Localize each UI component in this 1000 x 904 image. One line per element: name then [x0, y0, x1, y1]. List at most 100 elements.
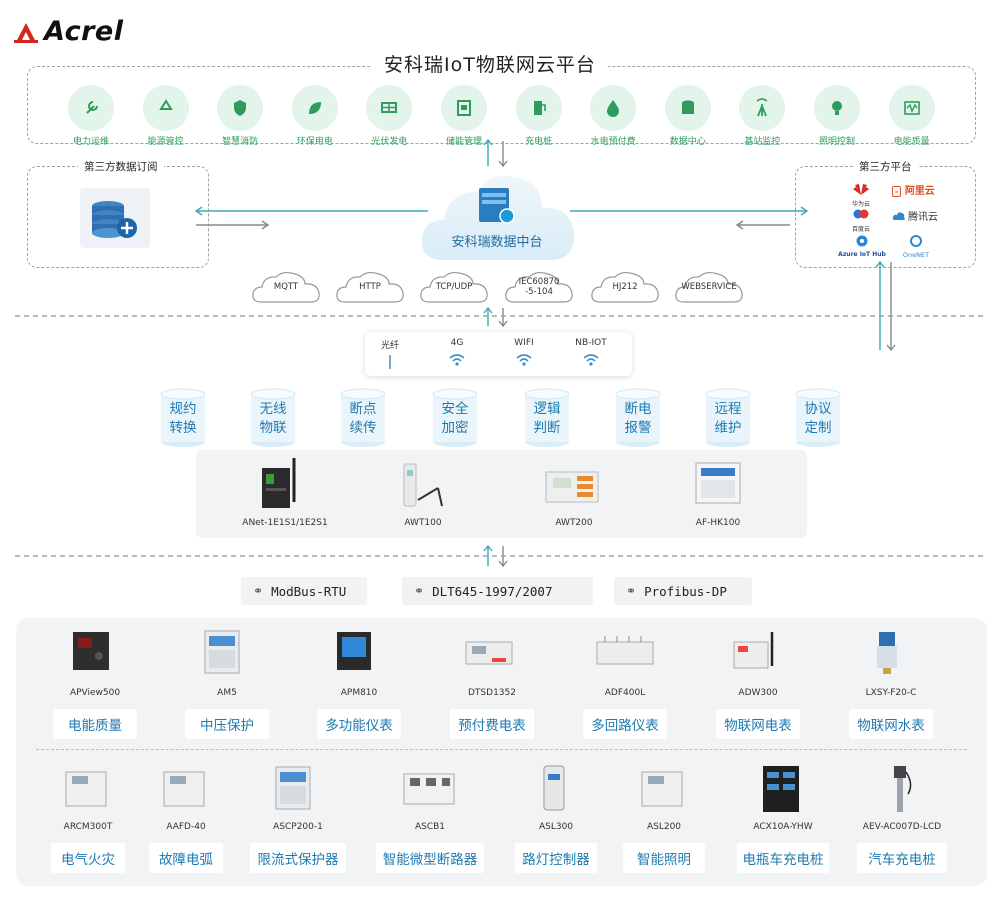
tencent-cloud-logo: 腾讯云 [892, 208, 938, 223]
platform-app-item[interactable]: 充电桩 [502, 85, 576, 147]
comm-label: NB-IOT [575, 338, 607, 348]
third-party-platform-title: 第三方平台 [853, 159, 918, 174]
gateway-label: AF-HK100 [695, 518, 741, 528]
comm-label: WIFI [514, 338, 534, 348]
protocol-cloud: HJ212 [590, 270, 660, 304]
platform-app-item[interactable]: 光伏发电 [352, 85, 426, 147]
platform-app-label: 环保用电 [296, 137, 333, 147]
device-row-separator [36, 749, 967, 750]
feature-cylinder: 安全 加密 [432, 388, 478, 448]
comm-item: 4G [432, 338, 482, 369]
device-image [329, 628, 389, 684]
bus-protocol-tag: ⚭Profibus-DP [614, 577, 752, 605]
device-category-button[interactable]: 多功能仪表 [317, 709, 401, 739]
solar-panel-icon [366, 85, 413, 131]
ev-charger-icon [515, 85, 562, 131]
device-image [595, 628, 655, 684]
device-image [526, 764, 586, 820]
device-category-button[interactable]: 物联网电表 [716, 709, 800, 739]
device-category-button[interactable]: 预付费电表 [450, 709, 534, 739]
platform-app-label: 智慧消防 [222, 137, 259, 147]
platform-app-label: 充电桩 [525, 137, 553, 147]
device-model-label: DTSD1352 [468, 688, 516, 698]
platform-app-label: 能源管控 [147, 137, 184, 147]
database-icon [664, 85, 711, 131]
device-model-label: ASL200 [646, 822, 682, 832]
device-category-button[interactable]: 物联网水表 [849, 709, 933, 739]
device-image [634, 764, 694, 820]
device-image [65, 628, 125, 684]
platform-app-item[interactable]: 环保用电 [278, 85, 352, 147]
device-category-button[interactable]: 电气火灾 [51, 843, 125, 873]
device-category-button[interactable]: 路灯控制器 [515, 843, 597, 873]
device-image [268, 764, 328, 820]
platform-app-label: 水电预付费 [590, 137, 636, 147]
comm-box [365, 332, 632, 376]
feature-cylinder: 逻辑 判断 [524, 388, 570, 448]
platform-app-item[interactable]: 智慧消防 [203, 85, 277, 147]
device-category-button[interactable]: 故障电弧 [149, 843, 223, 873]
device-model-label: APView500 [69, 688, 121, 698]
device-image [728, 628, 788, 684]
platform-app-item[interactable]: 电力运维 [54, 85, 128, 147]
device-model-label: LXSY-F20-C [865, 688, 917, 698]
feature-cylinder: 协议 定制 [795, 388, 841, 448]
gateway-label: AWT200 [555, 518, 593, 528]
platform-app-list: 电力运维 能源管控 智慧消防 环保用电 光伏发电 储能管理充电桩 水电预付费 数据中心 基站监控… [54, 85, 954, 147]
device-category-button[interactable]: 电能质量 [53, 709, 137, 739]
baidu-cloud-logo: 百度云 [842, 205, 880, 233]
device-category-button[interactable]: 智能照明 [623, 843, 705, 873]
protocol-cloud: IEC60870 -5-104 [504, 270, 574, 304]
device-category-button[interactable]: 中压保护 [185, 709, 269, 739]
device-category-button[interactable]: 电瓶车充电桩 [737, 843, 829, 873]
awt200-image [545, 468, 599, 506]
platform-app-item[interactable]: 电能质量 [875, 85, 949, 147]
protocol-cloud: TCP/UDP [419, 270, 489, 304]
device-category-button[interactable]: 汽车充电桩 [857, 843, 947, 873]
protocol-label: IEC60870 -5-104 [518, 277, 560, 297]
device-category-button[interactable]: 限流式保护器 [250, 843, 346, 873]
platform-app-item[interactable]: 能源管控 [129, 85, 203, 147]
feature-cylinder: 远程 维护 [705, 388, 751, 448]
comm-label: 光纤 [380, 341, 399, 351]
feature-cylinder: 断电 报警 [615, 388, 661, 448]
platform-app-item[interactable]: 水电预付费 [576, 85, 650, 147]
platform-app-label: 电力运维 [72, 137, 109, 147]
device-image [400, 764, 460, 820]
platform-title: 安科瑞IoT物联网云平台 [372, 50, 608, 77]
platform-app-label: 数据中心 [669, 137, 706, 147]
bus-protocol-label: DLT645-1997/2007 [432, 583, 553, 599]
protocol-label: MQTT [273, 282, 299, 292]
platform-app-item[interactable]: 基站监控 [725, 85, 799, 147]
bus-protocol-label: Profibus-DP [644, 583, 727, 599]
data-center-label: 安科瑞数据中台 [451, 235, 543, 250]
water-drop-icon [590, 85, 637, 131]
feature-cylinder: 断点 续传 [340, 388, 386, 448]
platform-app-label: 光伏发电 [371, 137, 408, 147]
device-model-label: ASCP200-1 [273, 822, 323, 832]
device-category-button[interactable]: 智能微型断路器 [376, 843, 484, 873]
fire-shield-icon [217, 85, 264, 131]
bus-protocol-tag: ⚭DLT645-1997/2007 [402, 577, 593, 605]
azure-iot-hub-logo: Azure IoT Hub [836, 232, 888, 258]
acrel-logo-mark-icon [14, 20, 38, 44]
recycle-icon [142, 85, 189, 131]
platform-app-item[interactable]: 数据中心 [651, 85, 725, 147]
device-category-button[interactable]: 多回路仪表 [583, 709, 667, 739]
feature-cylinder: 无线 物联 [250, 388, 296, 448]
feature-label: 断点 续传 [349, 401, 377, 436]
device-image [197, 628, 257, 684]
feature-label: 逻辑 判断 [533, 401, 561, 436]
link-icon: ⚭ [253, 584, 264, 598]
third-party-logos: 华为云 - 阿里云 百度云 腾讯云 Azure IoT Hub OneNET [836, 178, 966, 259]
wrench-icon [68, 85, 114, 131]
bulb-icon [814, 85, 860, 131]
wireless-signal-icon [432, 352, 482, 369]
platform-app-label: 基站监控 [744, 137, 781, 147]
wireless-signal-icon [499, 352, 549, 369]
protocol-label: HTTP [359, 282, 381, 292]
platform-app-item[interactable]: 储能管理 [427, 85, 501, 147]
comm-item: WIFI [499, 338, 549, 369]
platform-app-item[interactable]: 照明控制 [800, 85, 874, 147]
